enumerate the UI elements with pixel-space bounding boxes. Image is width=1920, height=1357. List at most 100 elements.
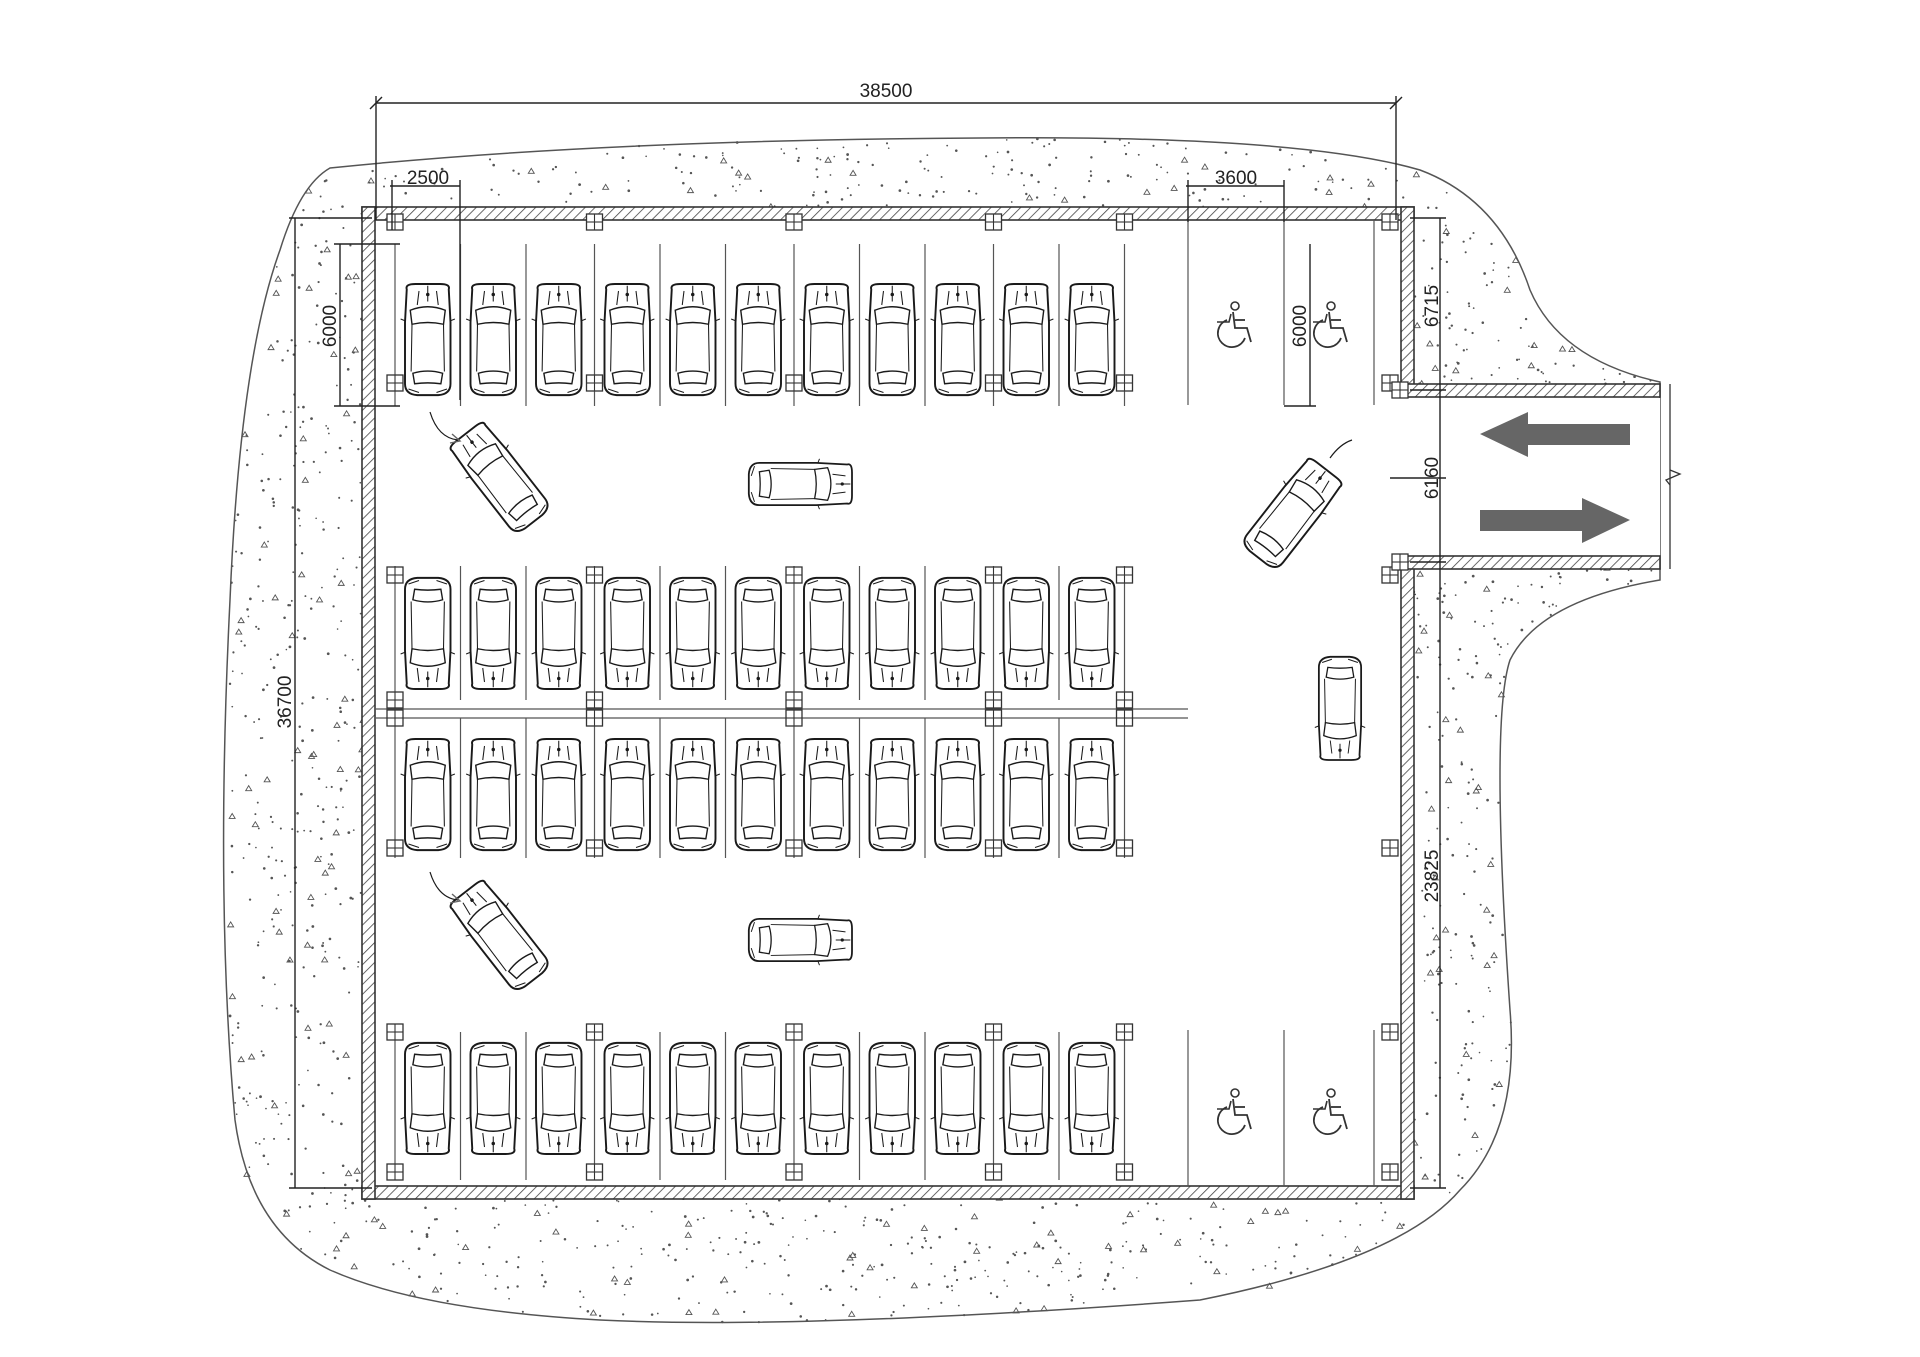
pillar [1115, 1163, 1134, 1181]
pillar [585, 566, 604, 584]
pillar [585, 213, 604, 231]
car-right-aisle [1313, 655, 1367, 761]
pillar [386, 839, 404, 857]
dim-stall-width: 2500 [407, 168, 449, 189]
pillar [1381, 1163, 1399, 1181]
parked-car [599, 282, 656, 397]
pillar [386, 566, 404, 584]
dim-stall-depth-left: 6000 [320, 305, 341, 347]
arrow-right-icon [1480, 498, 1630, 543]
building-walls [361, 206, 1661, 1200]
pillar [785, 1163, 803, 1181]
parked-car [864, 737, 921, 852]
pillar [785, 1023, 803, 1041]
car-aisle-lower [747, 913, 853, 967]
dim-upper-right-wall: 6715 [1422, 285, 1443, 327]
pillar [1115, 691, 1134, 709]
pillar [386, 1023, 404, 1041]
pillar [1391, 381, 1409, 399]
accessible-stalls [1187, 220, 1375, 1186]
pillar [984, 839, 1003, 857]
dim-overall-height: 36700 [275, 676, 296, 729]
pillar [585, 374, 604, 392]
parked-car [798, 576, 855, 691]
pillar [984, 709, 1003, 727]
pillar [1115, 566, 1134, 584]
parked-car [664, 737, 721, 852]
parked-car [1063, 576, 1120, 691]
pillar [1391, 553, 1409, 571]
pillar [785, 709, 803, 727]
pillar [1115, 1023, 1134, 1041]
pillar [1115, 839, 1134, 857]
parked-car [1063, 737, 1120, 852]
dimensions: 38500 2500 3600 6000 6000 36700 6715 [275, 81, 1446, 1189]
parked-car [929, 282, 986, 397]
parked-car [998, 1041, 1055, 1156]
pillar [984, 1163, 1003, 1181]
parked-car [864, 282, 921, 397]
pillar [1115, 374, 1134, 392]
parked-car [530, 737, 587, 852]
pillar [386, 213, 404, 231]
dim-overall-width: 38500 [860, 81, 913, 102]
parked-car [399, 282, 456, 397]
parked-car [599, 1041, 656, 1156]
pillar [386, 691, 404, 709]
parked-car [730, 1041, 787, 1156]
pillar [984, 691, 1003, 709]
dim-stall-depth-accessible: 6000 [1290, 305, 1311, 347]
car-aisle-upper [747, 457, 853, 511]
pillar [585, 709, 604, 727]
pillar [785, 839, 803, 857]
pillar [785, 691, 803, 709]
parked-car [998, 282, 1055, 397]
parking-stalls [375, 244, 1188, 1180]
pillar [984, 374, 1003, 392]
pillar [785, 213, 803, 231]
parked-car [864, 576, 921, 691]
dim-accessible-width: 3600 [1215, 168, 1257, 189]
parked-car [1063, 1041, 1120, 1156]
parked-car [465, 1041, 522, 1156]
parked-car [465, 737, 522, 852]
pillar [1115, 709, 1134, 727]
pillar [1381, 1023, 1399, 1041]
pillar [984, 213, 1003, 231]
parked-car [465, 282, 522, 397]
pillar [585, 691, 604, 709]
parked-car [664, 576, 721, 691]
pillar [585, 1163, 604, 1181]
entrance [1480, 384, 1682, 569]
parked-car [798, 282, 855, 397]
parked-car [399, 576, 456, 691]
parked-car [730, 737, 787, 852]
pillar [585, 839, 604, 857]
pillar [785, 566, 803, 584]
parked-car [998, 576, 1055, 691]
parked-car [664, 1041, 721, 1156]
parked-car [864, 1041, 921, 1156]
parked-car [399, 1041, 456, 1156]
pillar [386, 709, 404, 727]
parked-car [530, 282, 587, 397]
parked-car [530, 1041, 587, 1156]
pillar [585, 1023, 604, 1041]
parked-car [530, 576, 587, 691]
parked-car [929, 1041, 986, 1156]
parked-car [664, 282, 721, 397]
parked-car [730, 576, 787, 691]
pillar [984, 1023, 1003, 1041]
parked-car [730, 282, 787, 397]
parked-car [599, 737, 656, 852]
pillar [984, 566, 1003, 584]
pillar [1115, 213, 1134, 231]
dim-entrance-width: 6160 [1422, 457, 1443, 499]
parked-car [798, 1041, 855, 1156]
dim-lower-right-wall: 23825 [1422, 850, 1443, 903]
parked-car [998, 737, 1055, 852]
arrow-left-icon [1480, 412, 1630, 457]
maneuvering-cars [429, 411, 1367, 998]
pillar [785, 374, 803, 392]
